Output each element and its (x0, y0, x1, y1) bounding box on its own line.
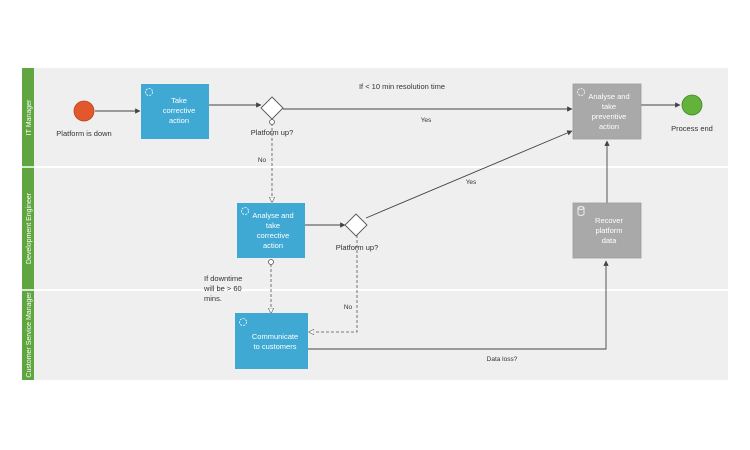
flow-gateway-2-yes (365, 130, 573, 219)
task-label-line: action (263, 241, 283, 250)
end-event[interactable] (681, 94, 703, 116)
task-label-line: corrective (257, 231, 290, 240)
loop-icon (577, 88, 585, 96)
task-label-line: action (169, 116, 189, 125)
database-icon (577, 206, 585, 216)
task-label-line: Recover (595, 216, 623, 225)
end-event-label: Process end (671, 124, 713, 133)
flow-data-loss (308, 260, 609, 350)
task-label-line: Analyse and (588, 92, 629, 101)
lane-label-customer-service-manager: Customer Service Manager (26, 292, 33, 378)
lane-label-development-engineer: Development Engineer (26, 192, 33, 264)
gateway-diamond (344, 213, 368, 237)
task-label-line: data (602, 236, 617, 245)
gateway-platform-up-1[interactable] (260, 96, 284, 125)
flow-gateway-2-no (309, 235, 358, 332)
gateway-1-label: Platform up? (251, 128, 294, 137)
flow-label-downtime: mins. (204, 294, 222, 303)
flow-label-resolution-time: If < 10 min resolution time (359, 82, 445, 91)
lane-header-bar (22, 68, 34, 380)
flow-label-data-loss: Data loss? (487, 356, 518, 363)
flow-label-yes-mid: Yes (466, 179, 477, 186)
task-label-line: Communicate (252, 332, 298, 341)
gateway-diamond (260, 96, 284, 120)
task-label-line: take (266, 221, 280, 230)
flow-origin-marker (268, 259, 274, 265)
task-label-line: preventive (592, 112, 627, 121)
start-event[interactable] (73, 100, 95, 122)
task-analyse-corrective-action[interactable]: Analyse and take corrective action (237, 203, 305, 258)
loop-icon (241, 207, 249, 215)
flow-label-downtime: If downtime (204, 274, 242, 283)
task-label-line: corrective (163, 106, 196, 115)
task-label-line: take (602, 102, 616, 111)
task-label-line: Analyse and (252, 211, 293, 220)
task-analyse-preventive-action[interactable]: Analyse and take preventive action (572, 83, 642, 140)
flow-label-downtime: will be > 60 (203, 284, 242, 293)
task-take-corrective-action[interactable]: Take corrective action (141, 84, 209, 139)
loop-icon (239, 318, 247, 326)
gateway-default-marker (269, 119, 275, 125)
flow-label-no-left: No (258, 157, 267, 164)
task-label-line: action (599, 122, 619, 131)
lane-label-it-manager: IT Manager (26, 99, 33, 135)
gateway-2-label: Platform up? (336, 243, 379, 252)
task-communicate-to-customers[interactable]: Communicate to customers (235, 313, 308, 369)
task-label-line: Take (171, 96, 187, 105)
gateway-platform-up-2[interactable] (344, 213, 368, 237)
task-box (235, 313, 308, 369)
sequence-flows (95, 102, 681, 350)
task-recover-platform-data[interactable]: Recover platform data (572, 202, 642, 259)
task-label-line: platform (595, 226, 622, 235)
flow-label-no-right: No (344, 304, 353, 311)
task-label-line: to customers (254, 342, 297, 351)
flow-label-yes-top: Yes (421, 117, 432, 124)
loop-icon (145, 88, 153, 96)
start-event-label: Platform is down (56, 129, 111, 138)
